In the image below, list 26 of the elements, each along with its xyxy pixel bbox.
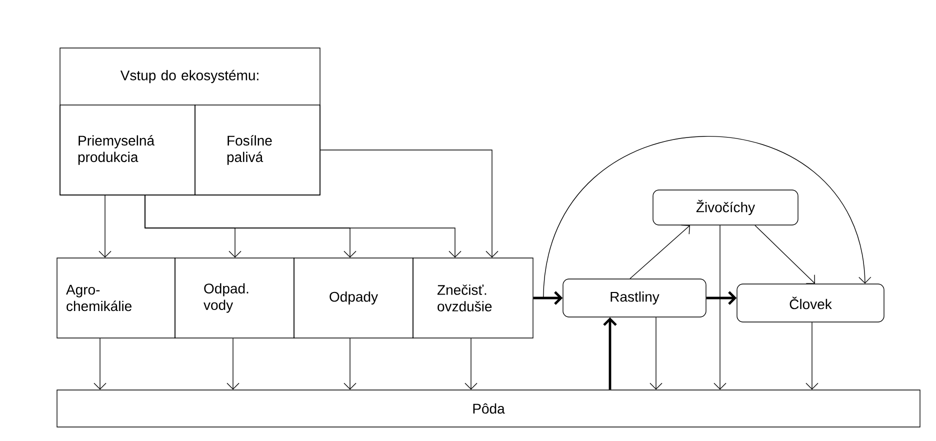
process-box: Znečisť. ovzdušie [412,258,534,338]
arrow [754,225,815,284]
arrow [320,150,498,258]
arrow [714,225,726,390]
arrow [144,195,462,258]
rounded-box: Človek [736,284,884,322]
arrow [706,291,737,305]
rounded-box: Rastliny [562,278,706,318]
arrow [650,317,662,390]
arrow [98,195,112,258]
process-box: Agro-chemikálie [56,258,176,338]
soil-bar: Pôda [56,390,920,428]
process-box: Odpad. vody [174,258,294,338]
arrow [603,317,617,390]
curved-arrow [533,136,872,298]
rounded-box: Živočíchy [652,190,798,226]
arrow [533,291,563,305]
arrow [226,338,240,390]
process-box: Fosílne palivá [194,104,320,196]
arrow [464,338,478,390]
arrow [806,322,818,390]
arrow [94,338,106,390]
arrow [630,224,690,279]
process-box: Odpady [294,258,414,338]
process-box: Priemyselná produkcia [60,104,196,196]
arrow [344,338,356,390]
